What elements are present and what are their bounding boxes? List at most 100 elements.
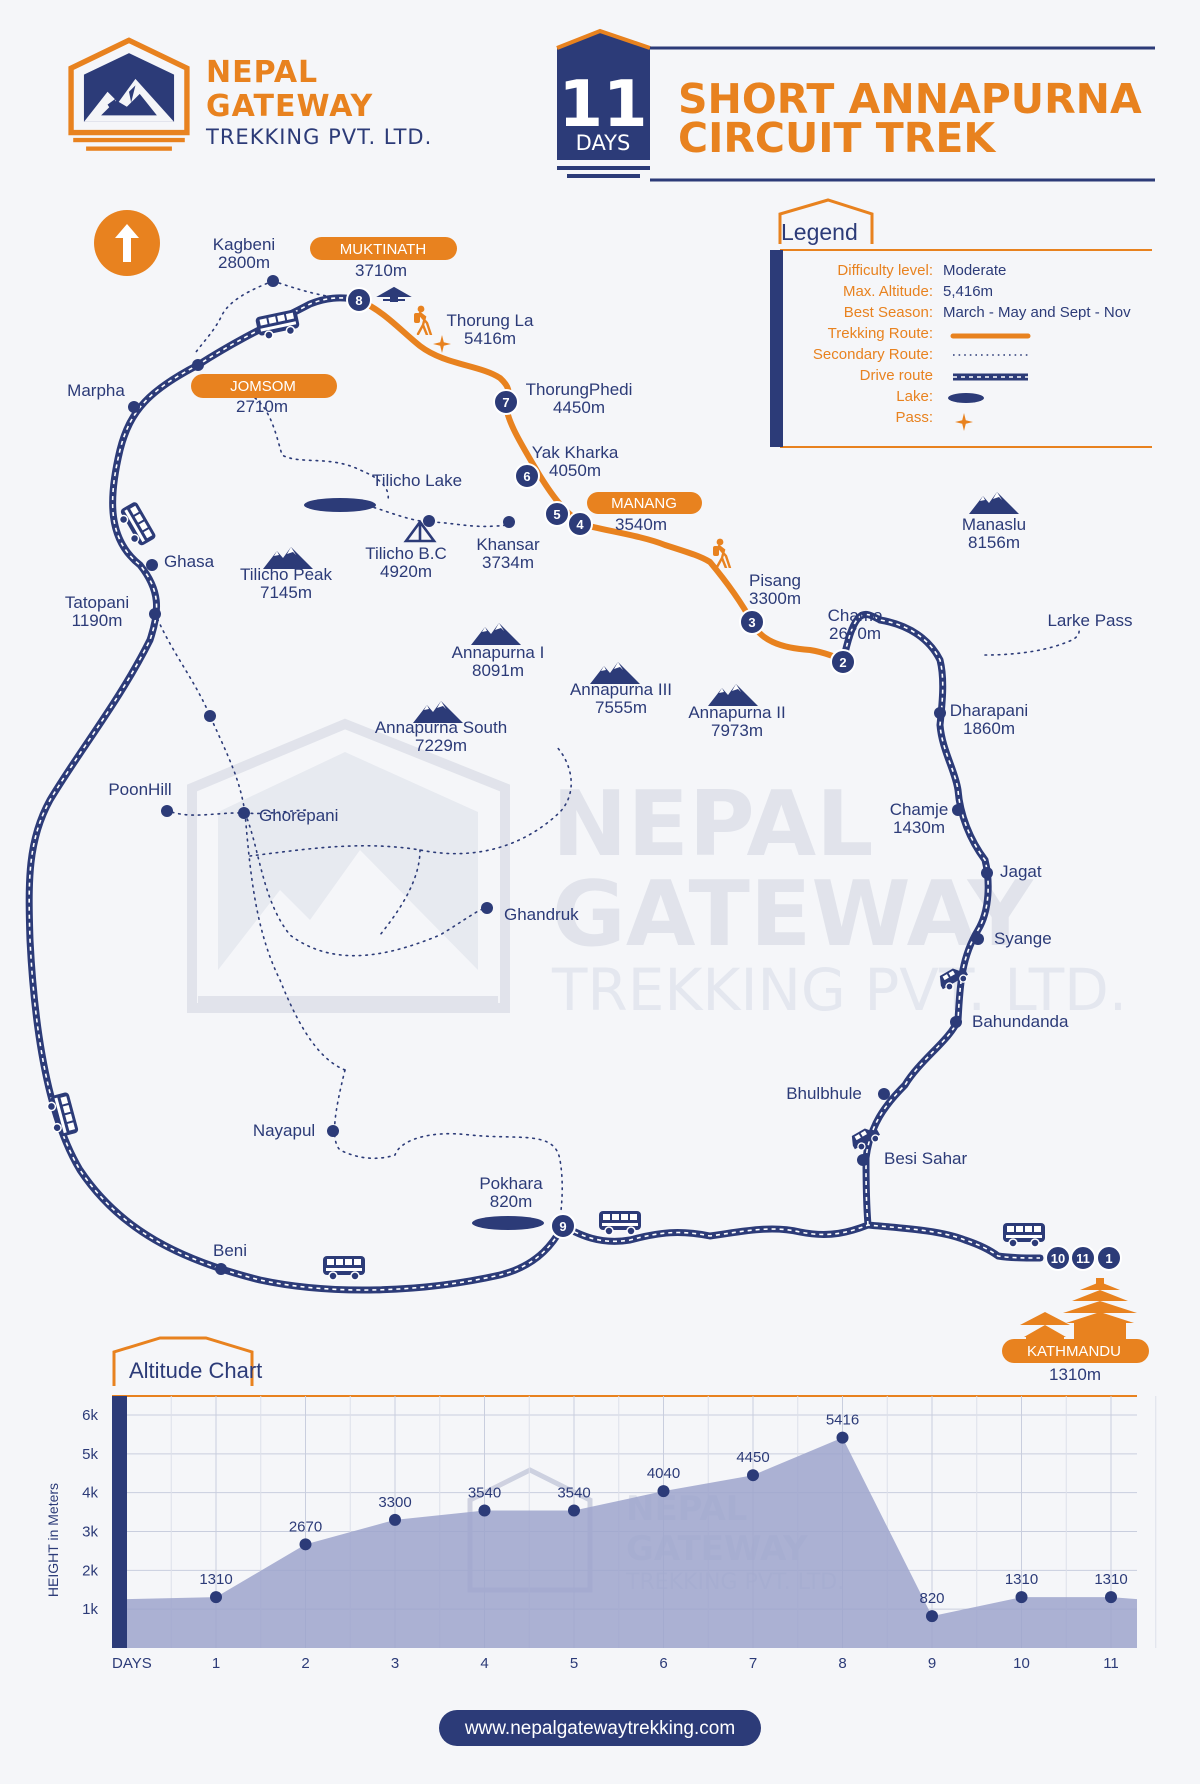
label-kagbeni-alt: 2800m	[218, 253, 270, 272]
footer-url-pill[interactable]: www.nepalgatewaytrekking.com	[439, 1710, 761, 1746]
y-tick-label: 3k	[82, 1524, 98, 1541]
day-stop-3: 3	[739, 609, 765, 635]
altitude-point	[836, 1431, 849, 1444]
label-annapurna-ii: Annapurna II	[688, 703, 785, 722]
svg-text:4: 4	[576, 517, 584, 532]
x-tick-label: 10	[1013, 1655, 1030, 1672]
altitude-point	[1105, 1591, 1117, 1604]
label-tilicho-lake: Tilicho Lake	[372, 471, 462, 490]
label-tatopani-alt: 1190m	[72, 611, 123, 630]
bus-icon	[322, 1255, 366, 1281]
label-manaslu: Manaslu	[962, 515, 1026, 534]
label-yak-kharka: Yak Kharka	[532, 443, 619, 462]
legend-title: Legend	[781, 219, 858, 245]
mountain-icon	[969, 492, 1019, 514]
label-khansar-alt: 3734m	[482, 553, 534, 572]
legend-lake-swatch	[948, 393, 984, 403]
hiker-icon	[412, 305, 433, 335]
pill-kathmandu	[1002, 1339, 1149, 1363]
label-jagat: Jagat	[1000, 862, 1042, 881]
legend-key-trekking-route: Trekking Route:	[828, 325, 933, 342]
label-jomsom-alt: 2710m	[236, 397, 288, 416]
legend-pass-icon	[955, 413, 973, 431]
label-besi-sahar: Besi Sahar	[884, 1149, 967, 1168]
label-annapurna-south: Annapurna South	[375, 718, 507, 737]
day-stop-2: 2	[830, 649, 856, 675]
mountain-icon	[471, 623, 521, 645]
altitude-point	[299, 1538, 312, 1551]
y-tick-label: 4k	[82, 1485, 98, 1502]
x-tick-label: 6	[659, 1655, 667, 1672]
label-annapurna-iii: Annapurna III	[570, 680, 672, 699]
svg-text:2: 2	[839, 655, 846, 670]
label-poonhill: PoonHill	[108, 780, 171, 799]
label-tatopani: Tatopani	[65, 593, 129, 612]
day-stops: 8 7 6 5 4 3 2 9 10 11 1	[346, 287, 1122, 1271]
chart-title: Altitude Chart	[129, 1358, 262, 1383]
label-pisang-alt: 3300m	[749, 589, 801, 608]
label-tilicho-bc-alt: 4920m	[380, 562, 432, 581]
x-tick-label: 7	[749, 1655, 757, 1672]
place-labels: Kagbeni 2800m 3710m Thorung La 5416m Mar…	[65, 235, 1133, 1384]
bus-icon	[1002, 1222, 1046, 1248]
svg-text:3: 3	[748, 615, 755, 630]
label-larke-pass: Larke Pass	[1047, 611, 1132, 630]
pill-manang-label: MANANG	[611, 495, 677, 512]
north-arrow-icon	[94, 210, 160, 276]
altitude-point	[747, 1469, 759, 1482]
day-stop-11: 11	[1070, 1245, 1096, 1271]
label-kathmandu-alt: 1310m	[1049, 1365, 1101, 1384]
x-tick-label: 11	[1103, 1655, 1119, 1672]
day-stop-10: 10	[1045, 1245, 1071, 1271]
label-chame: Chame	[828, 606, 883, 625]
tent-icon	[403, 519, 437, 543]
legend-key-lake: Lake:	[896, 388, 933, 405]
watermark: NEPAL GATEWAY TREKKING PVT. LTD.	[187, 718, 1127, 1024]
label-annapurna-i: Annapurna I	[452, 643, 545, 662]
altitude-point	[210, 1591, 222, 1604]
pill-manang	[587, 492, 702, 514]
x-tick-label: 3	[391, 1655, 399, 1672]
chart-y-axis-label: HEIGHT in Meters	[45, 1483, 61, 1597]
legend-key-secondary-route: Secondary Route:	[813, 346, 933, 363]
temple-icon	[376, 286, 412, 302]
altitude-value-label: 1310	[1094, 1571, 1127, 1588]
mountain-logo-icon	[71, 40, 187, 150]
chart-x-axis-label: DAYS	[112, 1655, 152, 1672]
altitude-value-label: 3540	[557, 1485, 590, 1502]
label-syange: Syange	[994, 929, 1052, 948]
y-tick-label: 5k	[82, 1446, 98, 1463]
altitude-value-label: 5416	[826, 1412, 859, 1429]
label-ghorepani: Ghorepani	[259, 806, 338, 825]
svg-text:7: 7	[502, 395, 509, 410]
chart-axis-bar	[112, 1396, 127, 1648]
label-dharapani: Dharapani	[950, 701, 1028, 720]
altitude-point	[568, 1504, 580, 1517]
label-muktinath-alt: 3710m	[355, 261, 407, 280]
x-tick-label: 9	[928, 1655, 936, 1672]
label-annapurna-i-alt: 8091m	[472, 661, 524, 680]
altitude-area	[127, 1437, 1137, 1648]
altitude-value-label: 3540	[468, 1485, 501, 1502]
altitude-value-label: 1310	[199, 1571, 232, 1588]
x-tick-label: 8	[838, 1655, 846, 1672]
legend-key-pass: Pass:	[895, 409, 933, 426]
label-annapurna-iii-alt: 7555m	[595, 698, 647, 717]
altitude-value-label: 820	[919, 1590, 944, 1607]
legend-panel: Legend Difficulty level: Moderate Max. A…	[770, 198, 1152, 448]
label-thorung-la: Thorung La	[447, 311, 534, 330]
legend-value-difficulty: Moderate	[943, 262, 1006, 279]
watermark-line-2: GATEWAY	[552, 862, 1035, 967]
page-title-line-2: CIRCUIT TREK	[678, 114, 997, 162]
svg-text:11: 11	[1076, 1251, 1090, 1266]
footer-url[interactable]: www.nepalgatewaytrekking.com	[464, 1718, 735, 1739]
drive-route	[25, 294, 1044, 1294]
watermark-line-1: NEPAL	[552, 772, 874, 877]
label-thorung-phedi: ThorungPhedi	[526, 380, 633, 399]
altitude-point	[1015, 1591, 1028, 1604]
label-manaslu-alt: 8156m	[968, 533, 1020, 552]
hiker-icon	[711, 538, 732, 568]
label-manang-alt: 3540m	[615, 515, 667, 534]
legend-value-max-altitude: 5,416m	[943, 283, 993, 300]
